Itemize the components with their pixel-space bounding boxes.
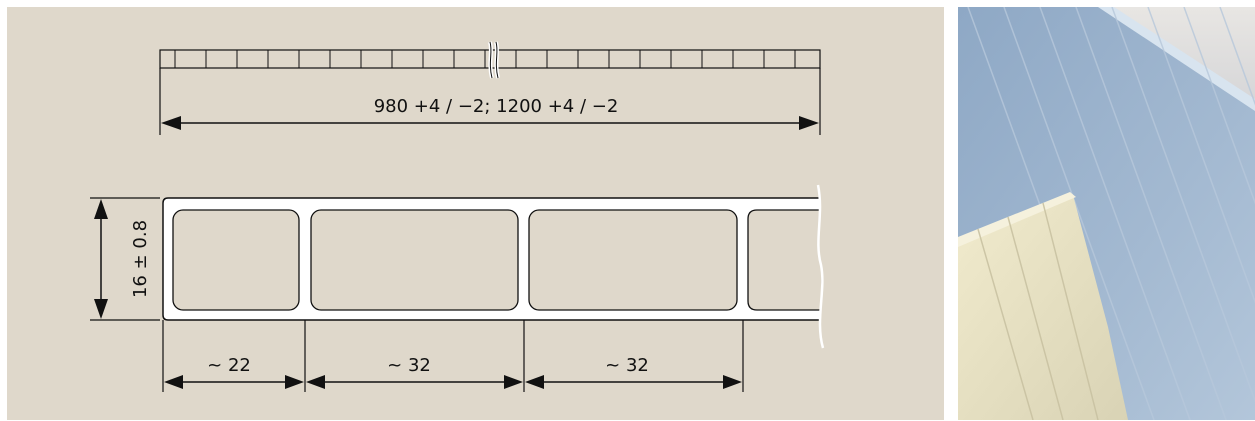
thickness-arrow-top — [94, 199, 108, 219]
cream-panel — [958, 195, 1128, 420]
cream-panel-edge — [958, 192, 1076, 247]
chamber-1 — [172, 209, 300, 311]
break-line — [818, 185, 840, 348]
chamber-3 — [528, 209, 738, 311]
panel-rib — [1003, 7, 1155, 420]
panel-rib — [1039, 7, 1191, 420]
chamber-2 — [310, 209, 519, 311]
chamber-pitch-dimensions: ~ 22 ~ 32 ~ 32 — [162, 320, 744, 392]
thickness-dimension-label: 16 ± 0.8 — [130, 220, 151, 298]
polycarbonate-panels-photo — [958, 7, 1255, 420]
panel-rib — [1042, 202, 1099, 420]
thickness-arrow-bottom — [94, 299, 108, 319]
product-photo — [958, 7, 1255, 420]
width-arrow-right — [799, 116, 819, 130]
panel-rib — [1183, 7, 1255, 205]
panel-rib — [1147, 7, 1255, 304]
profile-cross-section — [162, 184, 840, 349]
pitch-label-3: ~ 32 — [605, 355, 649, 376]
width-dimension-label: 980 +4 / −2; 1200 +4 / −2 — [374, 96, 619, 117]
blue-panel-edge — [1098, 7, 1255, 111]
panel-rib — [1075, 7, 1227, 420]
chamber-4-partial — [747, 209, 823, 311]
top-schematic-strip — [159, 41, 821, 79]
panel-rib — [977, 228, 1034, 420]
width-arrow-left — [161, 116, 181, 130]
width-dimension: 980 +4 / −2; 1200 +4 / −2 — [159, 68, 821, 135]
thickness-dimension: 16 ± 0.8 — [90, 197, 160, 321]
panel-rib — [1007, 216, 1064, 420]
pitch-label-2: ~ 32 — [387, 355, 431, 376]
panel-rib — [1219, 7, 1255, 106]
pitch-label-1: ~ 22 — [207, 355, 251, 376]
technical-drawing-panel: 980 +4 / −2; 1200 +4 / −2 16 ± 0.8 — [7, 7, 944, 420]
profile-drawing: 980 +4 / −2; 1200 +4 / −2 16 ± 0.8 — [90, 41, 840, 392]
panel-rib — [1111, 7, 1255, 403]
